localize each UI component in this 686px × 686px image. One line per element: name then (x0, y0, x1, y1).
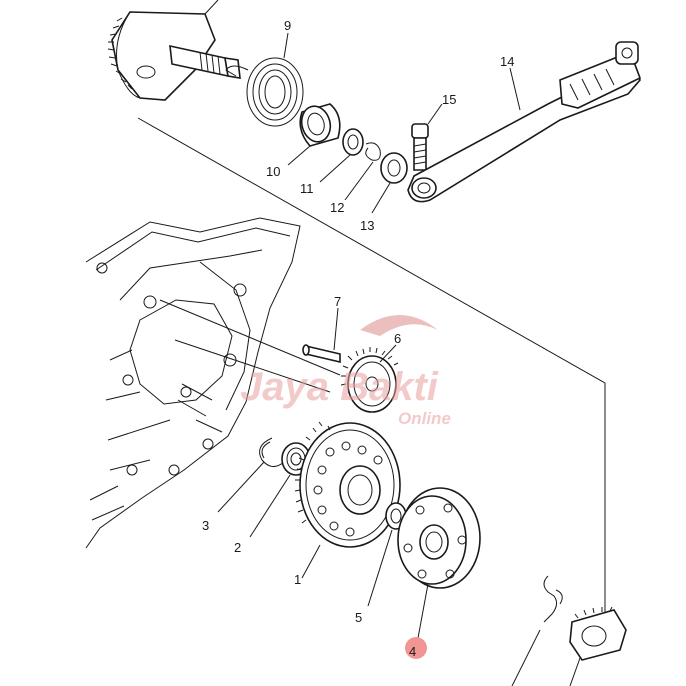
callout-1: 1 (294, 572, 301, 587)
gear-teeth (107, 17, 133, 90)
callout-13: 13 (360, 218, 374, 233)
one-way-clutch-4 (397, 487, 481, 639)
assembly-guide-lines (137, 117, 606, 612)
callout-12: 12 (330, 200, 344, 215)
gear-teeth (294, 421, 331, 524)
starter-gear-1 (294, 421, 401, 579)
spring-clip (511, 575, 563, 686)
callout-4: 4 (409, 644, 416, 659)
small-drive-gear (569, 606, 627, 686)
collar-10 (287, 103, 341, 166)
idler-gear-6 (340, 344, 399, 413)
kick-shaft (169, 44, 241, 79)
torsion-spring-9 (225, 32, 304, 127)
callout-6: 6 (394, 331, 401, 346)
callout-5: 5 (355, 610, 362, 625)
callout-14: 14 (500, 54, 514, 69)
watermark-main-text: Jaya Bakti (240, 365, 439, 409)
callout-7: 7 (334, 294, 341, 309)
bolt-15 (411, 103, 443, 171)
washer-11 (319, 128, 364, 183)
bushing-13 (371, 152, 408, 214)
circlip-12 (344, 142, 381, 201)
watermark: Jaya Bakti Online (240, 315, 451, 428)
circlip-3 (217, 437, 285, 513)
callout-9: 9 (284, 18, 291, 33)
callout-2: 2 (234, 540, 241, 555)
highlight-dot (405, 637, 427, 659)
crankcase-cover (85, 217, 301, 549)
kick-lever-14 (407, 41, 642, 203)
callout-3: 3 (202, 518, 209, 533)
watermark-sub-text: Online (398, 409, 451, 428)
callout-11: 11 (300, 181, 314, 196)
kick-gear-sector (107, 0, 219, 101)
shaft-7 (302, 307, 341, 364)
callout-labels: 9 14 15 10 11 12 13 7 6 3 2 1 5 4 (202, 18, 514, 659)
callout-10: 10 (266, 164, 280, 179)
callout-15: 15 (442, 92, 456, 107)
